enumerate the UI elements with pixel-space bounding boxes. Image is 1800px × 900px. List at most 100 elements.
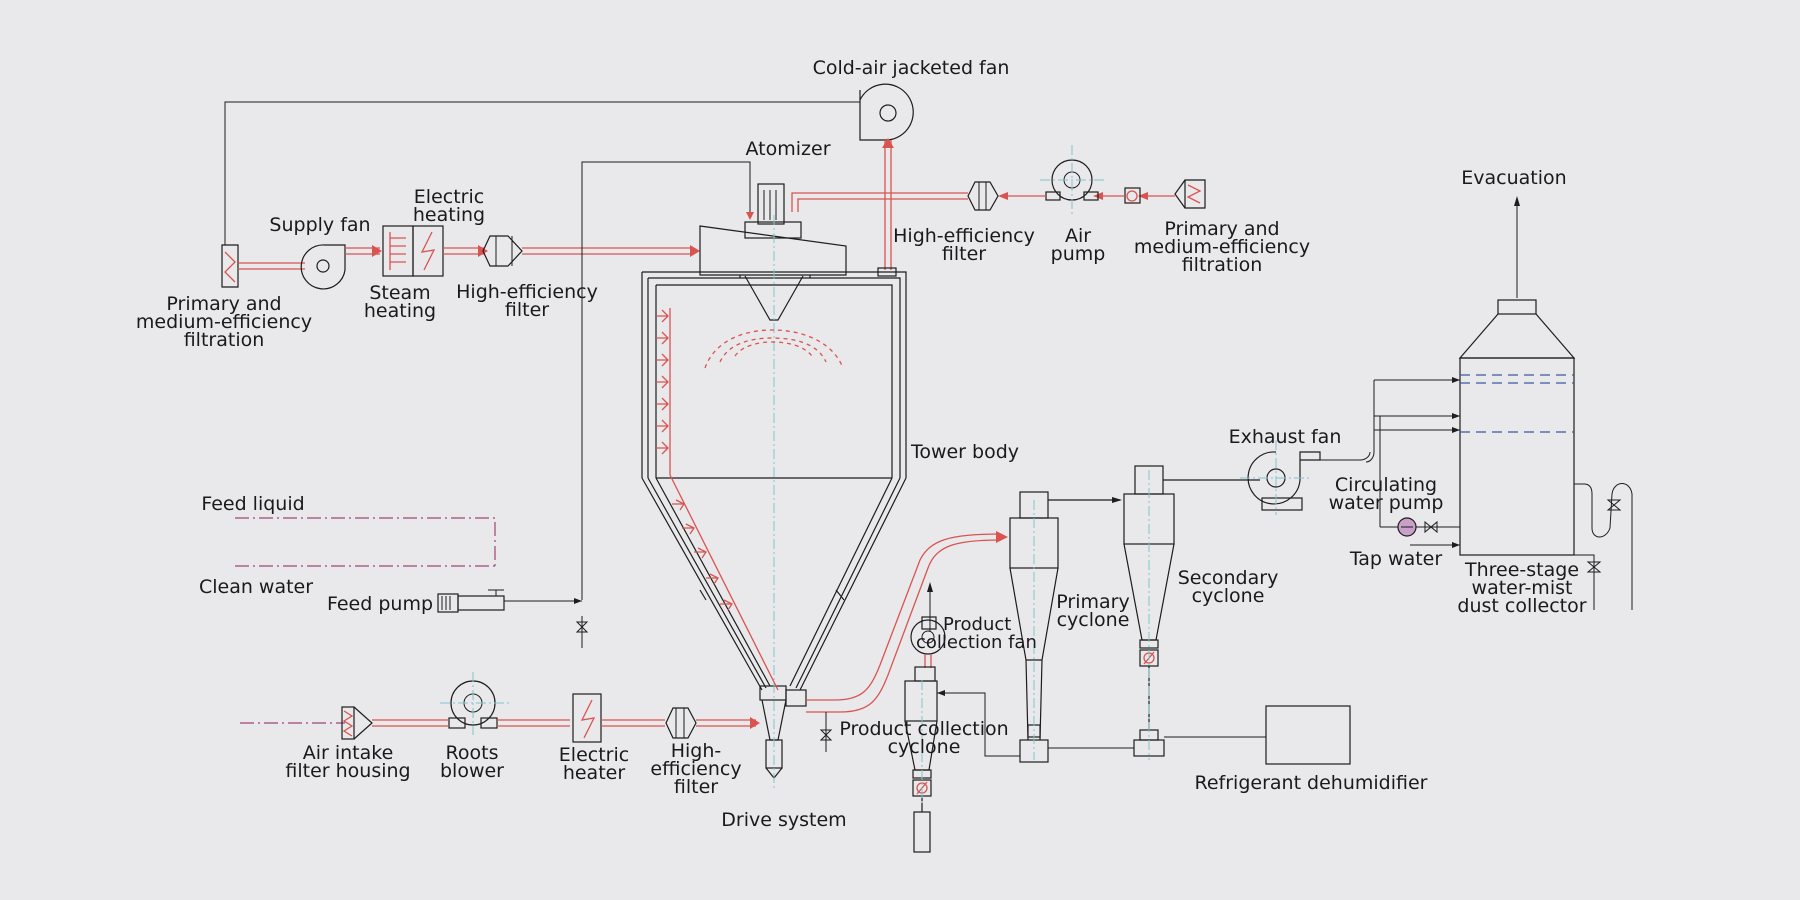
label-feed-liquid: Feed liquid [201,493,304,515]
svg-text:collection fan: collection fan [916,632,1037,653]
product-return-line [937,692,1020,757]
svg-text:Primary and: Primary and [1164,218,1279,240]
svg-text:cyclone: cyclone [888,736,961,758]
primary-filter-right [1174,179,1206,209]
svg-text:cyclone: cyclone [1192,585,1265,607]
label-pmf-left: Primary and medium-efficiency filtration [136,293,312,351]
drain-valve-tower [819,712,833,752]
atomizer-air-line [791,192,968,212]
jacket-red-line [669,308,779,691]
svg-text:medium-efficiency: medium-efficiency [136,311,312,333]
steam-heater [382,225,414,277]
label-tap-water: Tap water [1349,548,1443,570]
label-refrigerant-dehumidifier: Refrigerant dehumidifier [1195,772,1428,794]
jacket-inlet-arrows [656,309,733,611]
filter-to-fan-line [238,262,305,270]
svg-text:efficiency: efficiency [650,758,741,780]
drain-valve-feed [575,616,589,648]
label-supply-fan: Supply fan [269,214,370,236]
svg-text:Air intake: Air intake [303,742,394,764]
electric-heater-bottom [572,693,602,743]
svg-text:filter housing: filter housing [285,760,410,782]
spray-pattern [704,329,844,369]
hot-air-to-tower-line [522,247,690,255]
svg-text:heating: heating [413,204,485,226]
label-steam-heating: Steam heating [364,282,436,322]
supply-fan [300,244,346,290]
svg-text:Primary and: Primary and [166,293,281,315]
label-evacuation: Evacuation [1461,167,1566,189]
label-atomizer: Atomizer [746,138,831,160]
label-air-intake: Air intake filter housing [285,742,410,782]
label-electric-heater: Electric heater [559,744,629,784]
circulating-water-pump [1397,517,1417,537]
product-collection-cyclone [904,666,938,853]
exhaust-to-collector-line [1320,415,1460,463]
svg-text:medium-efficiency: medium-efficiency [1134,236,1310,258]
atomizer [699,183,847,276]
label-product-collection-fan: Product collection fan [916,614,1037,653]
svg-text:Steam: Steam [369,282,430,304]
svg-text:water-mist: water-mist [1472,577,1573,599]
label-circulating-pump: Circulating water pump [1329,474,1444,514]
label-product-collection-cyclone: Product collection cyclone [839,718,1008,758]
cold-air-jacketed-fan [859,83,914,141]
svg-text:Secondary: Secondary [1178,567,1279,589]
svg-text:cyclone: cyclone [1057,609,1130,631]
three-stage-dust-collector [1458,299,1576,556]
label-feed-pump: Feed pump [327,593,433,615]
svg-text:Air: Air [1065,225,1091,247]
svg-text:Product: Product [943,614,1011,635]
refrigerant-dehumidifier [1265,705,1351,765]
tower-to-primary-cyclone [806,533,1001,713]
svg-text:Roots: Roots [446,742,499,764]
svg-text:blower: blower [440,760,504,782]
label-primary-cyclone: Primary cyclone [1056,591,1129,631]
hef-top [967,181,999,211]
svg-text:High-efficiency: High-efficiency [893,225,1035,247]
svg-text:water pump: water pump [1329,492,1444,514]
svg-text:heating: heating [364,300,436,322]
primary-filter-left [221,244,239,288]
label-dust-collector: Three-stage water-mist dust collector [1457,559,1586,617]
check-valve [1124,187,1141,204]
label-drive-system: Drive system [721,809,846,831]
svg-text:Product collection: Product collection [839,718,1008,740]
label-secondary-cyclone: Secondary cyclone [1178,567,1279,607]
svg-text:filtration: filtration [1182,254,1263,276]
label-electric-heating: Electric heating [413,186,485,226]
label-hef-left: High-efficiency filter [456,281,598,321]
label-clean-water: Clean water [199,576,313,598]
svg-text:heater: heater [563,762,626,784]
svg-text:High-efficiency: High-efficiency [456,281,598,303]
cold-air-jacket-line [884,140,892,270]
svg-text:Electric: Electric [559,744,629,766]
label-roots-blower: Roots blower [440,742,504,782]
label-air-pump: Air pump [1051,225,1106,265]
electric-heater-top [412,225,444,277]
feed-line-to-atomizer [581,161,751,600]
hef-bottom [665,707,697,739]
product-collection-fan [910,616,946,655]
svg-text:Three-stage: Three-stage [1464,559,1579,581]
svg-text:pump: pump [1051,243,1106,265]
tower-body [641,271,907,779]
collector-drain-loop [1574,483,1633,610]
svg-text:High-: High- [671,740,722,762]
svg-text:dust collector: dust collector [1457,595,1586,617]
air-intake-filter [341,706,373,740]
feed-pump [437,589,505,613]
hef-left [482,235,523,267]
svg-text:filter: filter [674,776,718,798]
label-hef-top: High-efficiency filter [893,225,1035,265]
svg-text:filter: filter [505,299,549,321]
label-tower-body: Tower body [910,441,1019,463]
label-hef-bottom: High- efficiency filter [650,740,741,798]
label-pmf-right: Primary and medium-efficiency filtration [1134,218,1310,276]
label-cold-air-jacketed-fan: Cold-air jacketed fan [813,57,1010,79]
svg-text:filter: filter [942,243,986,265]
svg-text:filtration: filtration [184,329,265,351]
label-exhaust-fan: Exhaust fan [1229,426,1342,448]
svg-text:Primary: Primary [1056,591,1129,613]
